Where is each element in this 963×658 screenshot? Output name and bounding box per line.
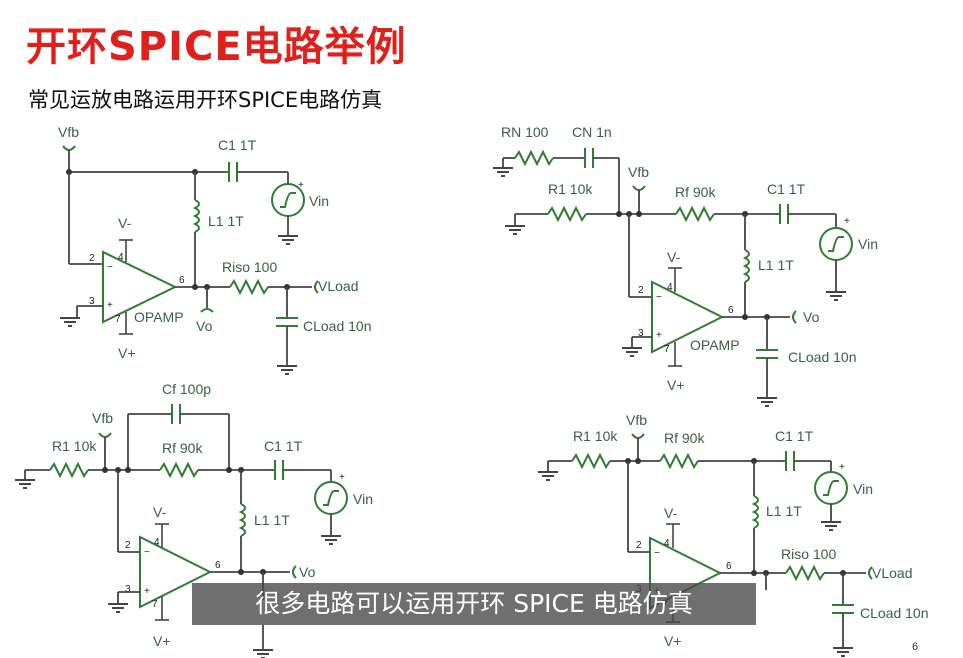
- vin-label: Vin: [858, 236, 878, 252]
- svg-text:−: −: [654, 548, 660, 559]
- pin-6: 6: [728, 305, 734, 316]
- cload-label: CLoad 10n: [788, 349, 857, 365]
- pin-3: 3: [125, 584, 131, 595]
- page-title: 开环SPICE电路举例: [26, 24, 407, 70]
- circuit-bottom-left: Cf 100p Vfb R1 10k Rf 90k C1 1T + Vin: [14, 381, 373, 658]
- l1-label: L1 1T: [208, 213, 244, 229]
- svg-text:+: +: [107, 300, 113, 311]
- rf-label: Rf 90k: [162, 440, 203, 456]
- svg-text:+: +: [844, 216, 850, 227]
- pin-7: 7: [664, 344, 670, 355]
- cf-label: Cf 100p: [162, 381, 211, 397]
- pin-2: 2: [89, 253, 95, 264]
- rf-label: Rf 90k: [664, 430, 705, 446]
- opamp-label: OPAMP: [690, 337, 740, 353]
- vin-label: Vin: [853, 481, 873, 497]
- l1-label: L1 1T: [758, 257, 794, 273]
- pin-3: 3: [89, 296, 95, 307]
- vminus-label: V-: [664, 505, 678, 521]
- pin-4: 4: [154, 537, 160, 548]
- page-subtitle: 常见运放电路运用开环SPICE电路仿真: [28, 88, 383, 112]
- pin-4: 4: [667, 282, 673, 293]
- r1-label: R1 10k: [573, 428, 618, 444]
- pin-6: 6: [215, 560, 221, 571]
- cn-label: CN 1n: [572, 124, 612, 140]
- vplus-label: V+: [664, 633, 682, 649]
- opamp-label: OPAMP: [134, 309, 184, 325]
- vo-label: Vo: [803, 309, 820, 325]
- svg-text:−: −: [656, 292, 662, 303]
- pin-4: 4: [664, 538, 670, 549]
- c1-label: C1 1T: [218, 137, 257, 153]
- vplus-label: V+: [667, 377, 685, 393]
- pin-2: 2: [636, 540, 642, 551]
- vo-label: Vo: [196, 318, 213, 334]
- vminus-label: V-: [153, 504, 167, 520]
- vfb-label: Vfb: [92, 410, 113, 426]
- riso-label: Riso 100: [781, 546, 836, 562]
- pin-7: 7: [152, 599, 158, 610]
- riso-label: Riso 100: [222, 259, 277, 275]
- pin-2: 2: [638, 285, 644, 296]
- pin-6: 6: [726, 561, 732, 572]
- svg-text:+: +: [656, 330, 662, 341]
- vminus-label: V-: [667, 249, 681, 265]
- circuit-bottom-right: Vfb R1 10k Rf 90k C1 1T + Vin L1 1T − +: [537, 412, 929, 657]
- svg-text:+: +: [144, 586, 150, 597]
- pin-7: 7: [115, 314, 121, 325]
- pin-3: 3: [638, 328, 644, 339]
- vfb-label: Vfb: [58, 124, 79, 140]
- cload-label: CLoad 10n: [303, 318, 372, 334]
- svg-text:−: −: [107, 262, 113, 273]
- cload-label: CLoad 10n: [860, 605, 929, 621]
- vload-label: VLoad: [872, 565, 912, 581]
- rn-label: RN 100: [501, 124, 549, 140]
- l1-label: L1 1T: [766, 503, 802, 519]
- r1-label: R1 10k: [52, 438, 97, 454]
- r1-label: R1 10k: [548, 181, 593, 197]
- svg-text:+: +: [298, 180, 304, 191]
- l1-label: L1 1T: [254, 512, 290, 528]
- vfb-label: Vfb: [626, 412, 647, 428]
- video-subtitle-caption: 很多电路可以运用开环 SPICE 电路仿真: [192, 583, 756, 625]
- circuit-top-left: Vfb C1 1T + Vin L1 1T − + 2 3 6 4 7 V: [58, 124, 372, 375]
- vfb-label: Vfb: [628, 164, 649, 180]
- svg-text:+: +: [339, 472, 345, 483]
- rf-label: Rf 90k: [675, 184, 716, 200]
- vo-label: Vo: [299, 564, 316, 580]
- c1-label: C1 1T: [767, 181, 806, 197]
- pin-6: 6: [179, 275, 185, 286]
- vplus-label: V+: [118, 345, 136, 361]
- c1-label: C1 1T: [775, 428, 814, 444]
- vplus-label: V+: [153, 633, 171, 649]
- c1-label: C1 1T: [264, 438, 303, 454]
- svg-text:+: +: [839, 462, 845, 473]
- svg-text:−: −: [144, 547, 150, 558]
- vin-label: Vin: [353, 491, 373, 507]
- pin-4: 4: [118, 252, 124, 263]
- vload-label: VLoad: [318, 278, 358, 294]
- vin-label: Vin: [309, 193, 329, 209]
- vminus-label: V-: [118, 215, 132, 231]
- circuit-top-right: RN 100 CN 1n Vfb R1 10k Rf 90k C1 1T +: [492, 124, 878, 407]
- pin-2: 2: [125, 540, 131, 551]
- page-number: 6: [912, 641, 919, 653]
